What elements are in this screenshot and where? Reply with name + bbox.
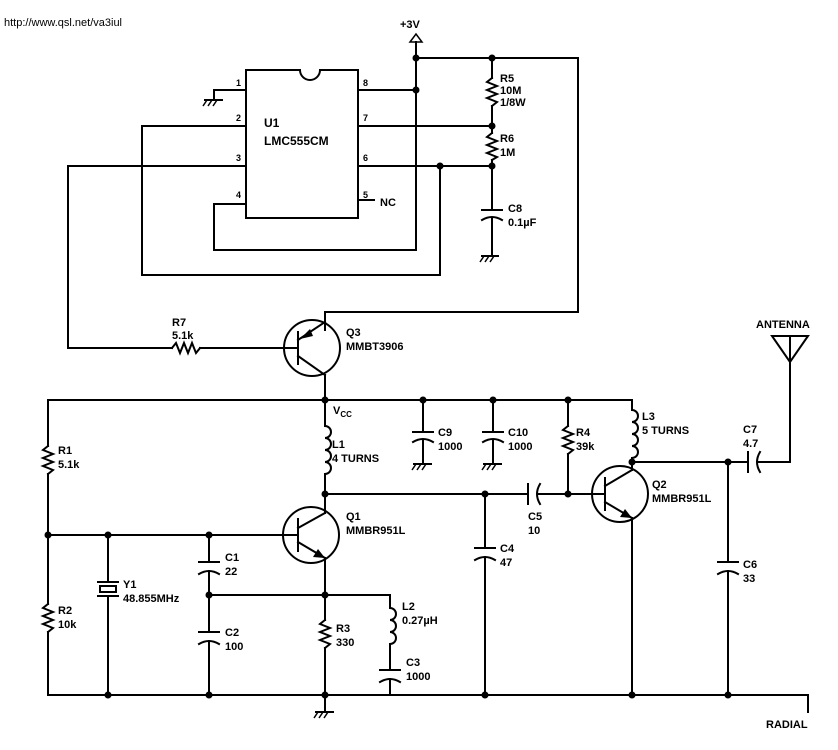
svg-text:C5: C5	[528, 511, 542, 523]
svg-text:0.1µF: 0.1µF	[508, 217, 537, 229]
svg-text:Q2: Q2	[652, 479, 667, 491]
c8-capacitor: C8 0.1µF	[480, 203, 537, 229]
source-url: http://www.qsl.net/va3iul	[4, 17, 122, 29]
svg-text:LMC555CM: LMC555CM	[264, 134, 329, 148]
c1-capacitor: C1 22	[197, 552, 239, 578]
svg-text:1000: 1000	[508, 441, 532, 453]
svg-text:330: 330	[336, 637, 354, 649]
svg-text:Q3: Q3	[346, 327, 361, 339]
svg-text:1000: 1000	[406, 671, 430, 683]
svg-text:5.1k: 5.1k	[58, 459, 80, 471]
c4-capacitor: C4 47	[473, 543, 515, 569]
c9-capacitor: C9 1000	[411, 427, 462, 453]
svg-text:2: 2	[236, 113, 241, 123]
svg-text:10: 10	[528, 525, 540, 537]
junction-dots	[44, 54, 732, 699]
svg-text:33: 33	[743, 573, 755, 585]
c5-capacitor: C5 10	[527, 482, 542, 537]
svg-text:10M: 10M	[500, 85, 521, 97]
u1-timer-ic: U1 LMC555CM 1 2 3 4 5 6 7 8 NC	[236, 69, 396, 219]
svg-text:MMBT3906: MMBT3906	[346, 341, 403, 353]
q1-transistor: Q1 MMBR951L	[282, 506, 406, 564]
svg-text:5 TURNS: 5 TURNS	[642, 425, 689, 437]
vcc-label: VCC	[333, 405, 352, 419]
svg-text:48.855MHz: 48.855MHz	[123, 593, 180, 605]
svg-text:R3: R3	[336, 623, 350, 635]
r5-resistor: R5 10M 1/8W	[484, 73, 526, 109]
svg-text:7: 7	[363, 113, 368, 123]
r7-resistor: R7 5.1k	[170, 317, 202, 356]
svg-text:MMBR951L: MMBR951L	[346, 525, 406, 537]
svg-text:C2: C2	[225, 627, 239, 639]
l1-inductor: L1 4 TURNS	[323, 424, 379, 476]
svg-text:Q1: Q1	[346, 511, 361, 523]
r3-resistor: R3 330	[317, 618, 354, 650]
svg-text:R7: R7	[172, 317, 186, 329]
c10-capacitor: C10 1000	[481, 427, 532, 453]
svg-text:100: 100	[225, 641, 243, 653]
svg-text:47: 47	[500, 557, 512, 569]
svg-text:R6: R6	[500, 133, 514, 145]
r6-resistor: R6 1M	[484, 131, 515, 162]
svg-text:4 TURNS: 4 TURNS	[332, 453, 379, 465]
svg-text:1: 1	[236, 78, 241, 88]
svg-text:C6: C6	[743, 559, 757, 571]
c2-capacitor: C2 100	[197, 627, 243, 653]
supply-terminal: +3V	[400, 19, 424, 43]
svg-text:NC: NC	[380, 197, 396, 209]
svg-text:R4: R4	[576, 427, 591, 439]
svg-text:C9: C9	[438, 427, 452, 439]
q2-transistor: Q2 MMBR951L	[591, 465, 712, 523]
svg-text:1M: 1M	[500, 147, 515, 159]
svg-text:C3: C3	[406, 657, 420, 669]
svg-text:Y1: Y1	[123, 579, 136, 591]
antenna-label: ANTENNA	[756, 319, 810, 331]
svg-text:U1: U1	[264, 116, 280, 130]
r1-resistor: R1 5.1k	[40, 444, 80, 476]
svg-text:L2: L2	[402, 601, 415, 613]
ground-symbol	[479, 255, 499, 263]
svg-text:10k: 10k	[58, 619, 77, 631]
c3-capacitor: C3 1000	[378, 657, 430, 684]
svg-text:5: 5	[363, 190, 368, 200]
svg-text:6: 6	[363, 153, 368, 163]
y1-crystal: Y1 48.855MHz	[97, 579, 180, 605]
l3-inductor: L3 5 TURNS	[630, 408, 689, 460]
svg-text:22: 22	[225, 566, 237, 578]
svg-text:L1: L1	[332, 439, 345, 451]
ground-symbol	[202, 99, 223, 107]
svg-text:C10: C10	[508, 427, 528, 439]
svg-text:4.7: 4.7	[743, 438, 758, 450]
svg-text:5.1k: 5.1k	[172, 330, 194, 342]
supply-label: +3V	[400, 19, 421, 31]
svg-text:1/8W: 1/8W	[500, 97, 526, 109]
ground-symbol	[313, 711, 334, 719]
radial-label: RADIAL	[766, 719, 808, 731]
q3-transistor: Q3 MMBT3906	[283, 319, 403, 377]
svg-text:L3: L3	[642, 411, 655, 423]
c6-capacitor: C6 33	[716, 559, 757, 585]
svg-text:1000: 1000	[438, 441, 462, 453]
svg-text:R2: R2	[58, 605, 72, 617]
svg-text:R5: R5	[500, 73, 514, 85]
svg-text:4: 4	[236, 190, 241, 200]
svg-text:8: 8	[363, 78, 368, 88]
c7-capacitor: C7 4.7	[743, 424, 762, 474]
svg-text:MMBR951L: MMBR951L	[652, 493, 712, 505]
svg-text:0.27µH: 0.27µH	[402, 615, 438, 627]
ground-symbol	[411, 463, 432, 471]
svg-text:39k: 39k	[576, 441, 595, 453]
l2-inductor: L2 0.27µH	[388, 601, 438, 646]
ground-symbol	[481, 463, 502, 471]
r2-resistor: R2 10k	[40, 602, 77, 634]
svg-text:R1: R1	[58, 445, 72, 457]
svg-text:C8: C8	[508, 203, 522, 215]
svg-text:C4: C4	[500, 543, 515, 555]
svg-text:3: 3	[236, 153, 241, 163]
svg-text:C7: C7	[743, 424, 757, 436]
antenna-symbol: ANTENNA	[756, 319, 810, 364]
svg-text:C1: C1	[225, 552, 239, 564]
r4-resistor: R4 39k	[560, 424, 595, 456]
